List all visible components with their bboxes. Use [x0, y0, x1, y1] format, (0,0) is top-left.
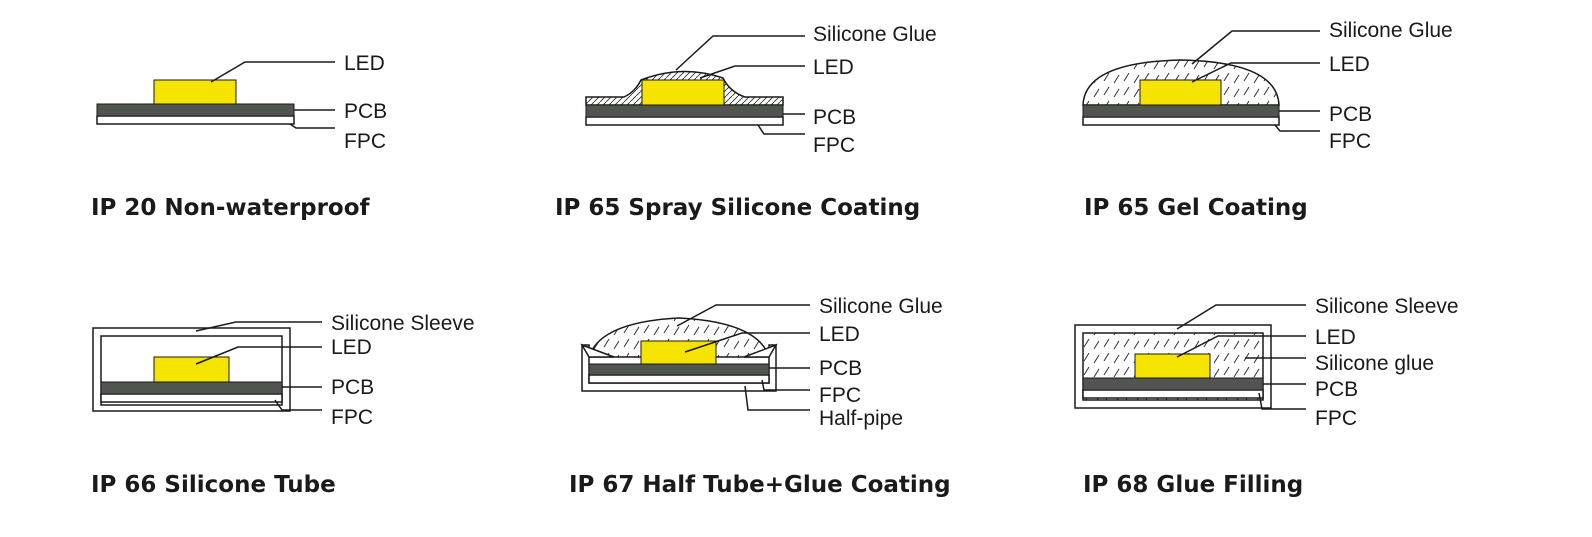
led-chip — [641, 79, 725, 106]
label-led: LED — [331, 336, 372, 359]
pcb-layer — [588, 363, 770, 376]
pcb-layer — [1082, 104, 1280, 118]
panel-title: IP 66 Silicone Tube — [91, 472, 336, 498]
pcb-layer — [585, 104, 784, 118]
label-pcb: PCB — [1329, 103, 1372, 126]
led-chip — [1139, 79, 1222, 106]
fpc-layer — [588, 374, 770, 384]
label-half-pipe: Half-pipe — [819, 407, 903, 430]
led-chip — [153, 79, 237, 105]
label-led: LED — [1315, 326, 1356, 349]
label-pcb: PCB — [819, 357, 862, 380]
led-chip — [153, 356, 230, 383]
panel-title: IP 68 Glue Filling — [1083, 472, 1303, 498]
led-chip — [640, 340, 717, 365]
pcb-layer — [100, 381, 283, 395]
panel-ip65-gel: Silicone Glue LED PCB FPC IP 65 Gel Coat… — [1082, 19, 1453, 221]
label-fpc: FPC — [813, 134, 855, 157]
label-fpc: FPC — [331, 406, 373, 429]
label-silicone-sleeve: Silicone Sleeve — [331, 312, 475, 335]
fpc-layer — [100, 393, 283, 403]
label-silicone-glue: Silicone Glue — [813, 23, 937, 46]
fpc-layer — [585, 116, 784, 126]
fpc-layer — [1082, 389, 1264, 399]
led-chip — [1134, 353, 1211, 379]
panel-title: IP 65 Spray Silicone Coating — [555, 195, 920, 221]
panel-ip67: Silicone Glue LED PCB FPC Half-pipe IP 6… — [569, 295, 951, 498]
panel-title: IP 65 Gel Coating — [1084, 195, 1308, 221]
label-silicone-glue-fill: Silicone glue — [1315, 352, 1434, 375]
half-pipe-lip-right — [743, 343, 778, 358]
label-pcb: PCB — [331, 376, 374, 399]
label-led: LED — [819, 323, 860, 346]
panel-title: IP 67 Half Tube+Glue Coating — [569, 472, 951, 498]
half-pipe-lip-left — [580, 343, 615, 358]
silicone-glue-dome — [587, 317, 771, 358]
label-led: LED — [1329, 53, 1370, 76]
label-pcb: PCB — [813, 106, 856, 129]
panel-title: IP 20 Non-waterproof — [91, 195, 371, 221]
panel-ip20: LED PCB FPC IP 20 Non-waterproof — [91, 52, 387, 221]
label-fpc: FPC — [1315, 407, 1357, 430]
label-silicone-glue: Silicone Glue — [1329, 19, 1453, 42]
label-fpc: FPC — [819, 384, 861, 407]
panel-ip65-spray: Silicone Glue LED PCB FPC IP 65 Spray Si… — [555, 23, 937, 221]
label-silicone-sleeve: Silicone Sleeve — [1315, 295, 1459, 318]
fpc-layer — [96, 115, 295, 125]
label-pcb: PCB — [1315, 378, 1358, 401]
panel-ip68: Silicone Sleeve LED Silicone glue PCB FP… — [1074, 295, 1459, 498]
label-led: LED — [344, 52, 385, 75]
pcb-layer — [96, 103, 295, 117]
label-silicone-glue: Silicone Glue — [819, 295, 943, 318]
label-fpc: FPC — [1329, 130, 1371, 153]
fpc-layer — [1082, 116, 1280, 126]
panel-ip66: Silicone Sleeve LED PCB FPC IP 66 Silico… — [91, 312, 475, 498]
label-fpc: FPC — [344, 130, 386, 153]
pcb-layer — [1082, 377, 1264, 391]
label-led: LED — [813, 56, 854, 79]
label-pcb: PCB — [344, 100, 387, 123]
